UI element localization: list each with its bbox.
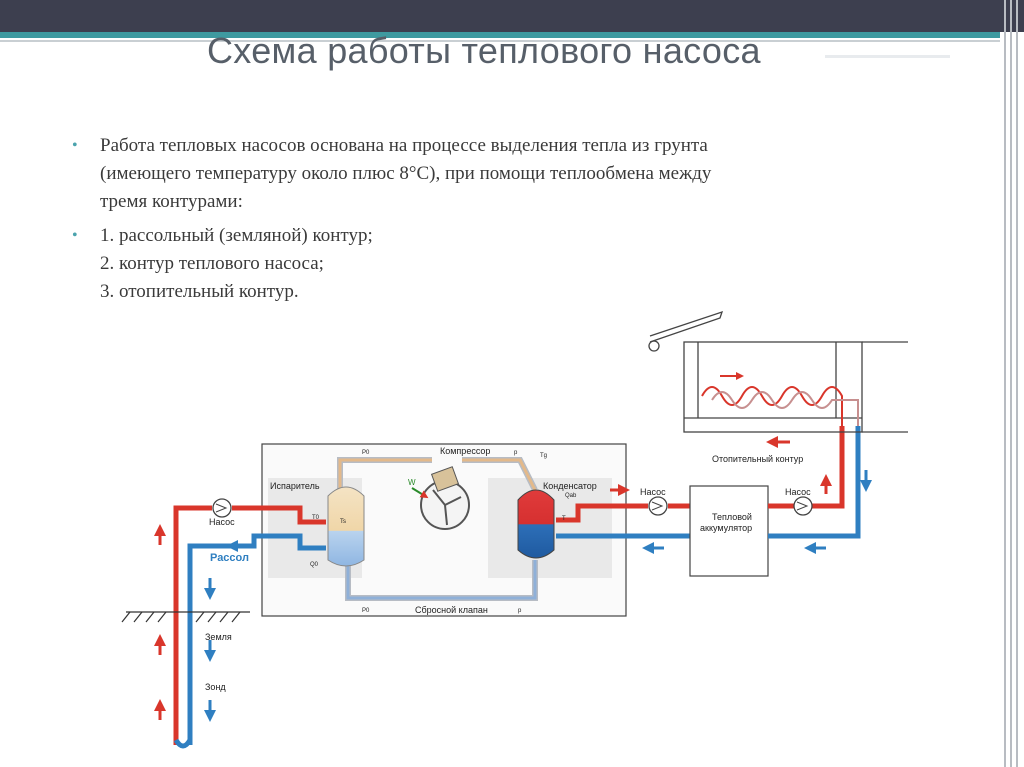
- label-ground: Земля: [205, 632, 232, 642]
- label-qab: Qab: [565, 493, 577, 499]
- heating-loop-mid: [556, 503, 690, 539]
- heating-loop-right: [768, 426, 861, 539]
- pump-right: [793, 496, 813, 516]
- bullet-intro-line-2: (имеющего температуру около плюс 8°C), п…: [100, 163, 712, 184]
- right-edge-decoration: [1000, 0, 1024, 767]
- bullet-circuits-line-1: 1. рассольный (земляной) контур;: [100, 225, 373, 246]
- bullet-circuits-line-3: 3. отопительный контур.: [100, 281, 299, 302]
- floor-heating-coil: [701, 386, 859, 426]
- label-tg: Tg: [540, 453, 547, 459]
- label-pump-left: Насос: [209, 517, 235, 527]
- top-thin-line: [0, 40, 1000, 42]
- brine-arrows: [154, 524, 246, 722]
- evaporator-tank: [327, 486, 365, 567]
- label-p0-top: P0: [362, 450, 370, 456]
- slide-title: Схема работы теплового насоса: [207, 30, 761, 71]
- label-storage-2: аккумулятор: [700, 523, 752, 533]
- label-t0: T0: [312, 515, 320, 521]
- label-q0: Q0: [310, 562, 319, 568]
- label-pump-mid: Насос: [640, 487, 666, 497]
- label-brine: Рассол: [210, 552, 249, 564]
- label-ts: Ts: [340, 519, 346, 525]
- heat-storage: [689, 485, 769, 577]
- label-relief-valve: Сбросной клапан: [415, 605, 488, 615]
- label-evaporator: Испаритель: [270, 481, 320, 491]
- label-t: T: [562, 516, 566, 522]
- bullet-intro-line-1: Работа тепловых насосов основана на проц…: [100, 135, 708, 156]
- bullet-circuits: 1. рассольный (земляной) контур; 2. конт…: [72, 222, 952, 306]
- pump-left: [212, 498, 232, 518]
- label-pump-right: Насос: [785, 487, 811, 497]
- house: [648, 310, 908, 433]
- brine-circuit: [173, 505, 326, 749]
- label-heating-circuit: Отопительный контур: [712, 454, 803, 464]
- ground-surface: [121, 611, 250, 623]
- diagram-labels: Компрессор Испаритель Конденсатор Насос …: [205, 446, 811, 692]
- compressor: [411, 466, 470, 530]
- bullet-intro: Работа тепловых насосов основана на проц…: [72, 132, 952, 216]
- label-p-top: p: [514, 450, 518, 456]
- top-bar: [0, 0, 1024, 32]
- label-probe: Зонд: [205, 682, 226, 692]
- bullet-intro-line-3: тремя контурами:: [100, 191, 243, 212]
- label-compressor: Компрессор: [440, 446, 490, 456]
- label-p-bottom: p: [518, 608, 522, 614]
- bullet-circuits-line-2: 2. контур теплового насоса;: [100, 253, 324, 274]
- label-condenser: Конденсатор: [543, 481, 597, 491]
- label-storage-1: Тепловой: [712, 512, 752, 522]
- label-p0-bottom: P0: [362, 608, 370, 614]
- heat-pump-unit: [261, 443, 627, 617]
- pump-mid: [648, 496, 668, 516]
- title-underline: [825, 55, 950, 58]
- label-work: W: [408, 478, 416, 487]
- slide-content: Работа тепловых насосов основана на проц…: [72, 132, 952, 312]
- top-accent-line: [0, 32, 1000, 38]
- condenser-tank: [517, 489, 555, 559]
